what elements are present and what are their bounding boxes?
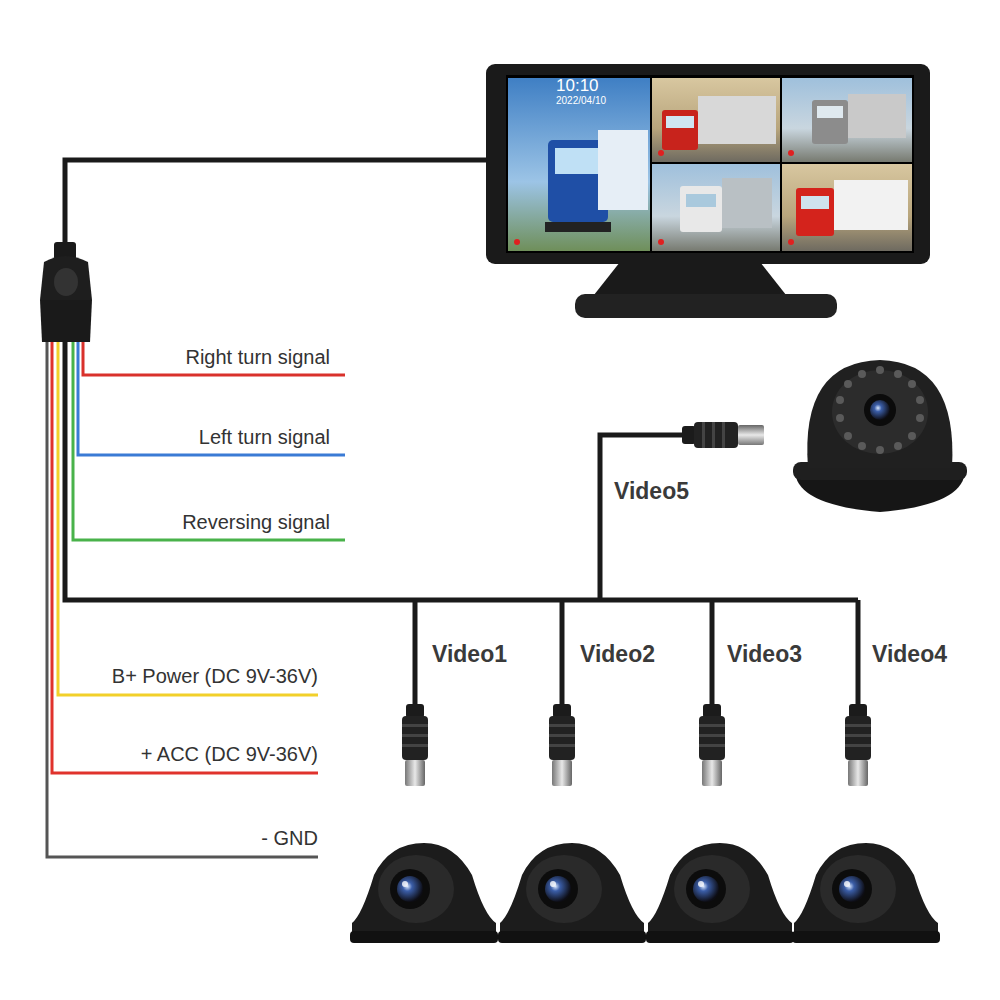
power-label: B+ Power (DC 9V-36V) (112, 664, 318, 688)
screen-time: 10:10 (556, 76, 599, 96)
wires (47, 160, 858, 857)
video-label: Video1 (432, 640, 507, 668)
video-label: Video4 (872, 640, 947, 668)
video-label: Video5 (614, 477, 689, 505)
harness-connector (40, 242, 92, 342)
power-label: + ACC (DC 9V-36V) (141, 742, 318, 766)
video-label: Video3 (727, 640, 802, 668)
signal-label: Left turn signal (199, 425, 330, 449)
signal-label: Right turn signal (185, 345, 330, 369)
dome-camera (793, 360, 967, 512)
video-label: Video2 (580, 640, 655, 668)
screen-date: 2022/04/10 (556, 95, 606, 107)
monitor (486, 64, 930, 318)
power-label: - GND (261, 826, 318, 850)
signal-label: Reversing signal (182, 510, 330, 534)
side-cameras (350, 843, 940, 943)
